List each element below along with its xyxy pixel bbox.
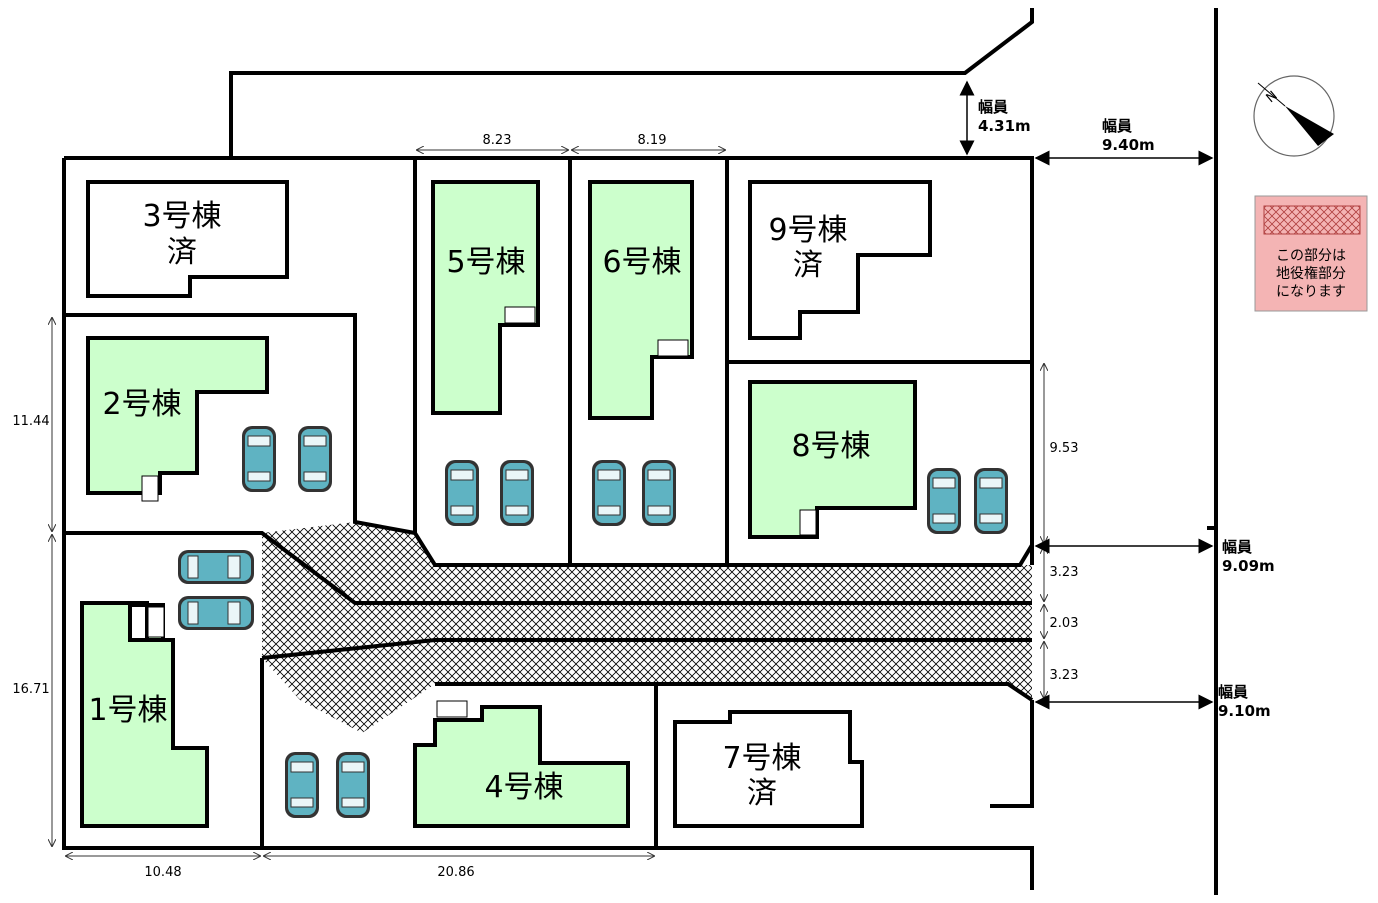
lot-lines bbox=[64, 158, 1034, 848]
dim-top-6: 8.19 bbox=[638, 133, 667, 148]
building-3-label: 3号棟 bbox=[142, 199, 221, 234]
road-top-label: 幅員 bbox=[978, 98, 1008, 116]
building-7-label: 7号棟 bbox=[722, 741, 801, 776]
car-icon bbox=[973, 467, 1009, 535]
road-east-low-value: 9.10m bbox=[1218, 702, 1271, 720]
site-boundary bbox=[62, 8, 1218, 895]
building-6-label: 6号棟 bbox=[602, 245, 681, 280]
building-3: 3号棟 済 bbox=[86, 180, 289, 298]
building-6: 6号棟 bbox=[588, 180, 694, 420]
svg-text:になります: になります bbox=[1276, 284, 1346, 300]
building-2-label: 2号棟 bbox=[102, 387, 181, 422]
dim-road-a: 3.23 bbox=[1050, 565, 1079, 580]
building-8: 8号棟 bbox=[748, 380, 917, 539]
road-east-low-label: 幅員 bbox=[1218, 683, 1248, 701]
building-5-label: 5号棟 bbox=[446, 245, 525, 280]
dim-left-lower: 16.71 bbox=[12, 682, 49, 697]
dim-road-b: 2.03 bbox=[1050, 616, 1079, 631]
dim-top-5: 8.23 bbox=[483, 133, 512, 148]
car-icon bbox=[591, 459, 627, 527]
compass-icon: N bbox=[1253, 75, 1335, 157]
building-1: 1号棟 bbox=[80, 601, 209, 828]
building-7: 7号棟 済 bbox=[673, 710, 864, 828]
road-east-mid-label: 幅員 bbox=[1222, 538, 1252, 556]
building-9-sold: 済 bbox=[793, 248, 823, 283]
building-3-sold: 済 bbox=[167, 235, 197, 270]
easement-legend: この部分は 地役権部分 になります bbox=[1254, 195, 1368, 312]
car-icon bbox=[499, 459, 535, 527]
building-8-label: 8号棟 bbox=[791, 429, 870, 464]
easement-area bbox=[262, 522, 1032, 733]
car-icon bbox=[335, 751, 371, 819]
building-1-label: 1号棟 bbox=[88, 693, 167, 728]
car-icon bbox=[926, 467, 962, 535]
car-icon bbox=[241, 425, 277, 493]
car-icon bbox=[297, 425, 333, 493]
building-4-label: 4号棟 bbox=[484, 770, 563, 805]
car-icon bbox=[177, 549, 255, 585]
svg-text:地役権部分: 地役権部分 bbox=[1276, 265, 1346, 282]
dim-bottom-right: 20.86 bbox=[437, 865, 474, 880]
road-top-value: 4.31m bbox=[978, 117, 1031, 135]
svg-text:この部分は: この部分は bbox=[1276, 248, 1346, 264]
dim-right-8: 9.53 bbox=[1050, 441, 1079, 456]
building-4: 4号棟 bbox=[413, 700, 630, 828]
building-7-sold: 済 bbox=[747, 776, 777, 811]
building-2: 2号棟 bbox=[86, 336, 269, 502]
building-9: 9号棟 済 bbox=[748, 180, 932, 340]
road-east-mid-value: 9.09m bbox=[1222, 557, 1275, 575]
road-width-arrows bbox=[959, 80, 1214, 710]
road-east-top-value: 9.40m bbox=[1102, 136, 1155, 154]
dim-road-c: 3.23 bbox=[1050, 668, 1079, 683]
car-icon bbox=[177, 595, 255, 631]
road-east-top-label: 幅員 bbox=[1102, 117, 1132, 135]
car-icon bbox=[641, 459, 677, 527]
dim-bottom-left: 10.48 bbox=[144, 865, 181, 880]
dim-left-upper: 11.44 bbox=[12, 414, 49, 429]
building-9-label: 9号棟 bbox=[768, 213, 847, 248]
building-5: 5号棟 bbox=[431, 180, 540, 415]
car-icon bbox=[444, 459, 480, 527]
car-icon bbox=[284, 751, 320, 819]
dimension-lines bbox=[52, 150, 1044, 856]
